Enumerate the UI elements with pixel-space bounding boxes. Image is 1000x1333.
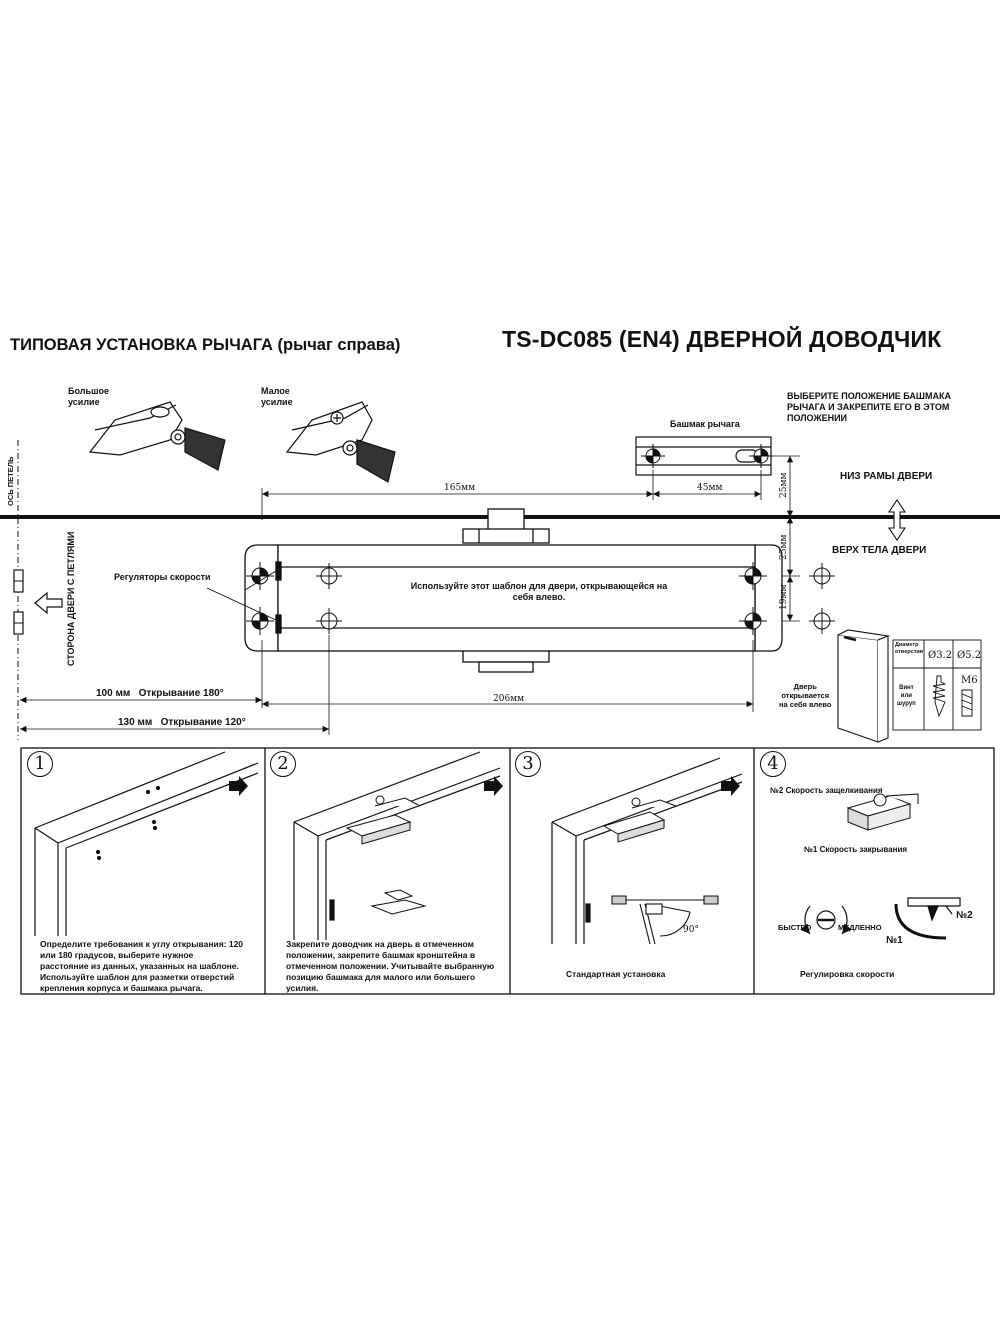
shoe-label: Башмак рычага [670,419,740,429]
hole-table-row-label: Винт или шуруп [897,685,916,707]
dim-45: 45мм [697,483,723,493]
step4-arc [894,897,961,940]
step-2-text: Закрепите доводчик на дверь в отмеченном… [286,939,495,993]
hole-table-header: Диаметр отверстия [895,642,923,655]
step-4-number: 4 [760,751,786,777]
step-3-number: 3 [515,751,541,777]
door-sketch [837,629,891,743]
step4-speed-dial [800,905,852,935]
alt-mount-holes [316,563,835,634]
step1-door-frame [34,751,259,936]
closer-body-outline [244,508,783,673]
hole-table-col2: Ø5.2 [957,650,982,661]
force-small-label: Малое усилие [261,386,293,407]
speed-regulators-label: Регуляторы скорости [114,572,211,582]
step-1-text: Определите требования к углу открывания:… [40,939,244,993]
step-1-number: 1 [27,751,53,777]
force-large-label: Большое усилие [68,386,109,407]
dim-206: 206мм [493,694,525,704]
hole-table-col1: Ø3.2 [928,650,953,661]
closer-mount-holes [246,562,767,635]
dim-165: 165мм [444,483,476,493]
hole-table [892,639,982,731]
step3-door-frame [551,757,743,944]
step-3-text: Стандартная установка [566,969,666,979]
step4-closer [846,793,919,831]
step-2-number: 2 [270,751,296,777]
hole-table-m6: M6 [961,675,978,686]
door-top-label: ВЕРХ ТЕЛА ДВЕРИ [832,545,927,556]
latch-speed-label: №2 Скорость защелкивания [770,786,883,795]
page-title-left: ТИПОВАЯ УСТАНОВКА РЫЧАГА (рычаг справа) [10,336,401,354]
step2-closer-parts [345,795,427,915]
up-down-arrow [887,499,907,541]
speed-n1-label: №1 [886,935,903,946]
close-speed-label: №1 Скорость закрывания [804,845,908,854]
slow-label: МЕДЛЕННО [838,923,882,932]
hinge-side-label: СТОРОНА ДВЕРИ С ПЕТЛЯМИ [66,531,76,666]
page-title-right: TS-DC085 (EN4) ДВЕРНОЙ ДОВОДЧИК [502,326,942,352]
hinge-axis-label: ОСЬ ПЕТЕЛЬ [6,456,15,506]
step-3-angle: 90° [683,925,699,935]
dim-25-mid: 25мм [779,534,789,560]
speed-n2-label: №2 [956,910,973,921]
hinge-direction-arrow [34,591,63,615]
dim-25-top: 25мм [779,472,789,498]
open-180-label: 100 мм Открывание 180° [96,688,224,699]
dim-19: 19мм [779,584,789,610]
step3-closer [602,797,677,843]
speed-regulator-pointers [206,570,277,621]
fast-label: БЫСТРО [778,923,812,932]
template-note: Используйте этот шаблон для двери, откры… [410,581,668,602]
bracket-small-force [285,401,396,483]
dim-lines-bottom [20,635,754,735]
shoe-holes [641,444,773,468]
step-4-text: Регулировка скорости [800,969,895,979]
bracket-large-force [88,401,226,471]
open-120-label: 130 мм Открывание 120° [118,717,246,728]
door-opens-note: Дверь открывается на себя влево [779,682,832,709]
steps-frame [20,747,995,995]
frame-bottom-label: НИЗ РАМЫ ДВЕРИ [840,471,933,482]
shoe-instruction: ВЫБЕРИТЕ ПОЛОЖЕНИЕ БАШМАКА РЫЧАГА И ЗАКР… [787,391,951,423]
step3-top-view [611,895,719,945]
dim-lines-top [261,455,800,622]
